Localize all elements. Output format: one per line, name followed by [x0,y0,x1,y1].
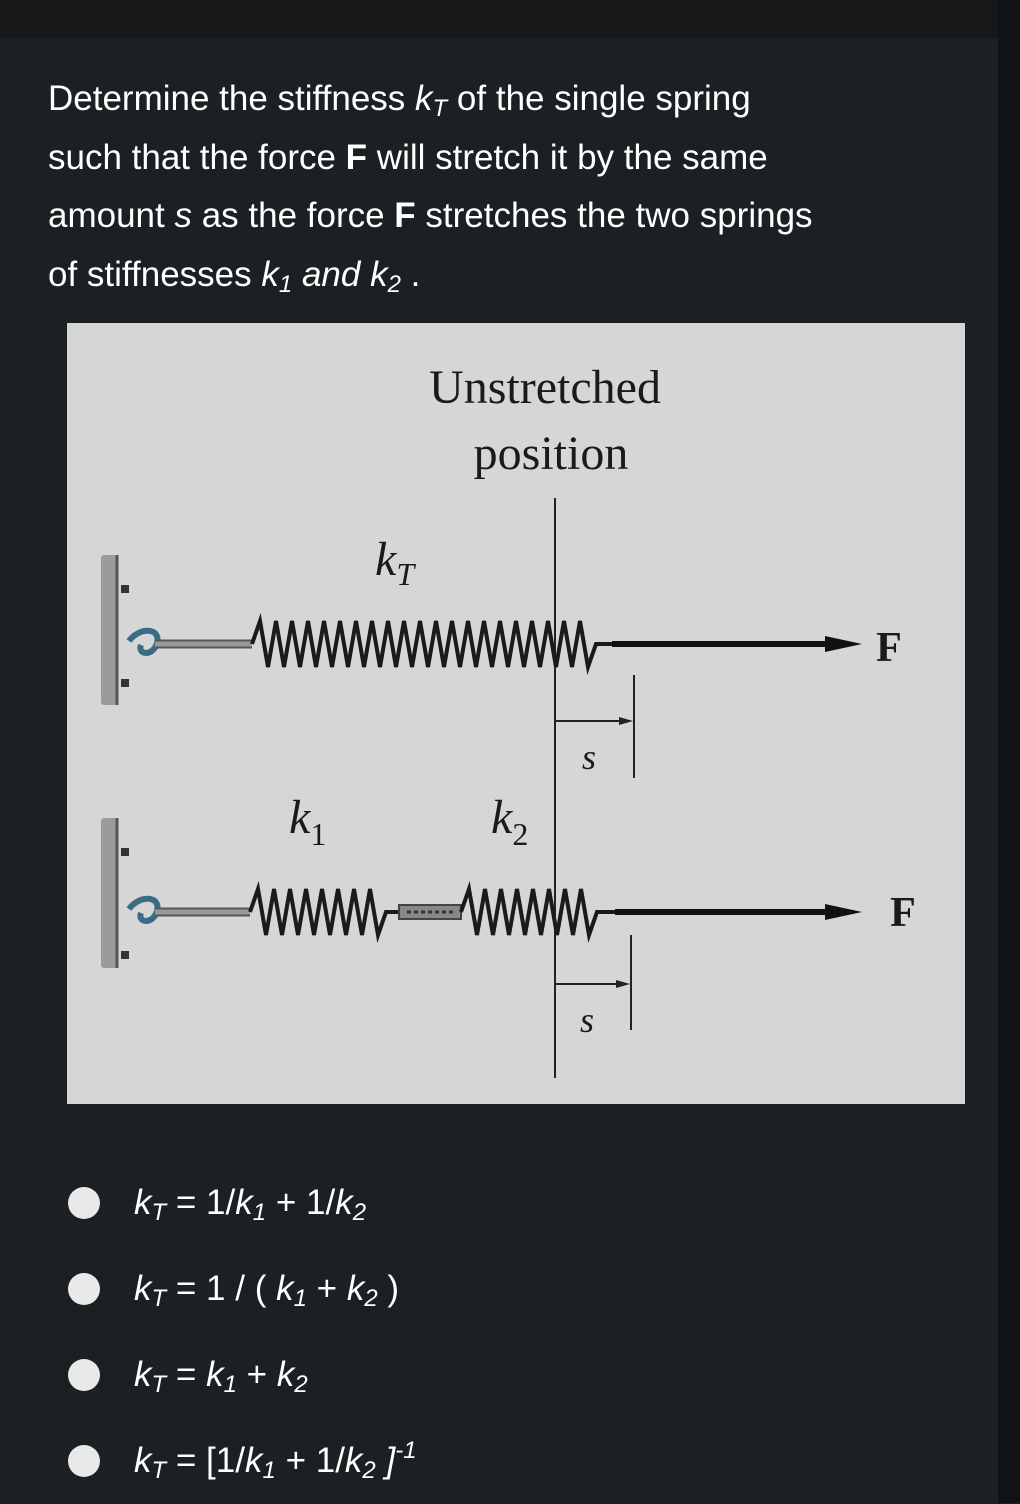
option-label-2: kT = 1 / ( k1 + k2 ) [134,1269,400,1312]
displacement-label-top: s [582,737,596,777]
spring-diagram: Unstretched position F kT s k1 k2 [67,323,965,1104]
spring-kt [155,613,612,675]
question-line-4: of stiffnesses k1 and k2 . [48,254,421,298]
displacement-arrow-icon-bottom [616,980,630,988]
arrow-icon-bottom [825,904,862,920]
option-label-1: kT = 1/k1 + 1/k2 [134,1183,367,1226]
spring-connector [398,904,462,920]
question-line-1: Determine the stiffness kT of the single… [48,79,751,122]
spring-k2 [459,881,615,943]
wall-top [101,555,161,705]
arrow-icon-top [825,636,862,652]
radio-button-3[interactable] [68,1359,100,1391]
scroll-edge [998,0,1020,1503]
question-line-2: such that the force F will stretch it by… [48,137,768,177]
option-label-4: kT = [1/k1 + 1/k2 ]-1 [134,1437,417,1484]
figure-title-line-2: position [474,427,629,480]
answer-option-2[interactable]: kT = 1 / ( k1 + k2 ) [68,1246,768,1332]
radio-button-2[interactable] [68,1273,100,1305]
radio-button-1[interactable] [68,1187,100,1219]
question-line-3: amount s as the force F stretches the tw… [48,196,813,235]
figure-title-line-1: Unstretched [429,361,661,414]
displacement-label-bottom: s [580,1000,594,1040]
label-k1: k1 [289,791,326,852]
spring-diagram-svg: Unstretched position F kT s k1 k2 [101,361,916,1078]
answer-option-3[interactable]: kT = k1 + k2 [68,1332,768,1418]
answer-options: kT = 1/k1 + 1/k2 kT = 1 / ( k1 + k2 ) kT… [68,1160,768,1504]
option-label-3: kT = k1 + k2 [134,1355,308,1398]
spring-k1 [155,881,399,943]
top-bar [0,0,1000,38]
displacement-arrow-icon-top [619,717,633,725]
label-kt: kT [375,533,416,592]
wall-bottom [101,818,161,968]
radio-button-4[interactable] [68,1445,100,1477]
label-k2: k2 [491,791,528,852]
force-label-top: F [876,625,902,671]
answer-option-1[interactable]: kT = 1/k1 + 1/k2 [68,1160,768,1246]
answer-option-4[interactable]: kT = [1/k1 + 1/k2 ]-1 [68,1418,768,1504]
force-label-bottom: F [890,890,916,936]
question-text: Determine the stiffness kT of the single… [48,70,948,304]
